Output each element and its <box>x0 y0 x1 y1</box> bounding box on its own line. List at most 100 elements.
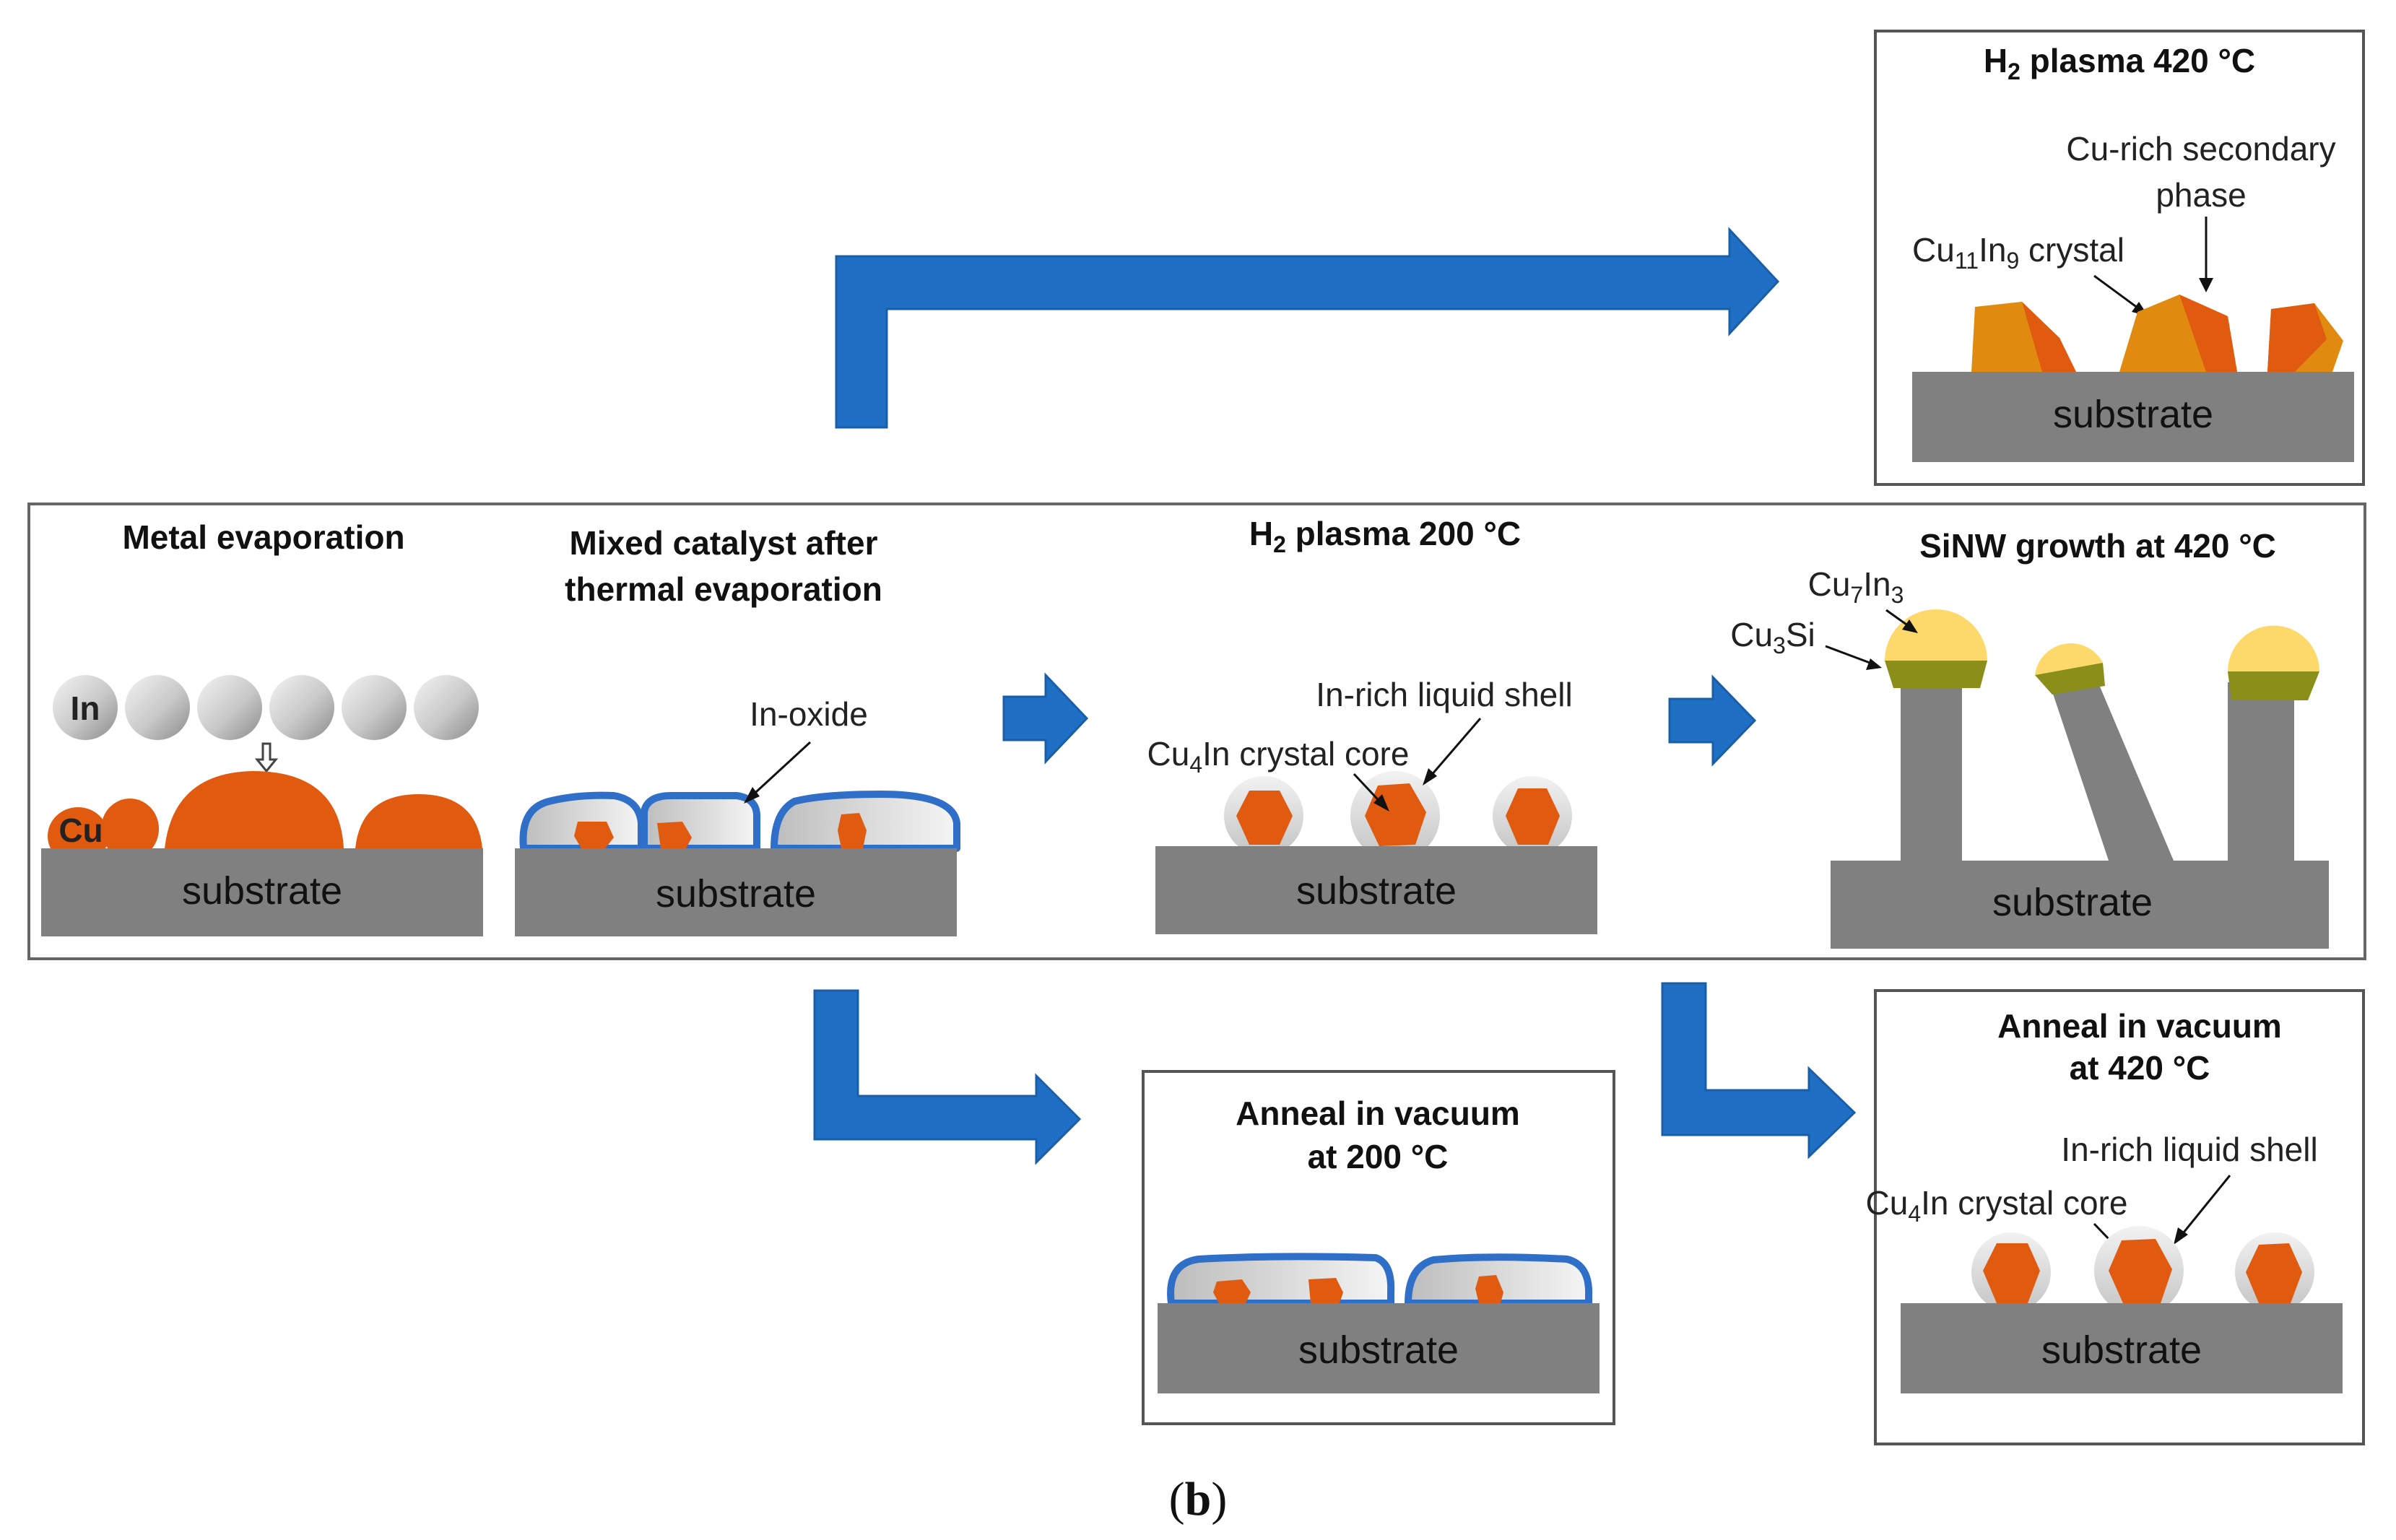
panel-metal-evaporation: Metal evaporation In Cu substrate <box>41 518 483 936</box>
nanowire <box>2052 682 2174 861</box>
arrow-to-anneal-200 <box>813 989 1082 1165</box>
indium-atom <box>269 675 334 740</box>
h2-420-frame <box>1874 30 2365 486</box>
panel-h2-plasma-200: H2 plasma 200 °C In-rich liquid shell Cu… <box>1147 515 1597 934</box>
nanowire <box>2228 682 2294 861</box>
shell-label: In-rich liquid shell <box>1316 676 1572 713</box>
secondary-phase <box>2179 295 2237 372</box>
metal-evap-title: Metal evaporation <box>122 518 404 556</box>
crystal-pointer <box>2093 274 2144 313</box>
indium-atom <box>414 675 479 740</box>
substrate-block <box>1912 372 2354 462</box>
copper-core <box>657 822 692 848</box>
secondary-phase <box>2267 303 2327 372</box>
h2-200-title: H2 plasma 200 °C <box>1249 515 1521 557</box>
substrate-label: substrate <box>656 872 816 915</box>
copper-core <box>1308 1278 1343 1303</box>
crystal-core <box>1506 788 1560 845</box>
cu7in3-cap <box>2035 643 2103 675</box>
arrow-to-h2-200 <box>1002 672 1089 765</box>
indium-atom <box>197 675 262 740</box>
substrate-block <box>1831 861 2329 949</box>
panel-anneal-420: Anneal in vacuum at 420 °C In-rich liqui… <box>1866 989 2365 1445</box>
deposition-arrow-icon <box>254 742 279 773</box>
core-label: Cu4In crystal core <box>1147 735 1410 778</box>
indium-atoms <box>53 675 479 740</box>
crystal-core <box>2246 1243 2302 1303</box>
shell-arrowhead <box>2174 1227 2188 1245</box>
panel-mixed-catalyst: Mixed catalyst after thermal evaporation… <box>515 524 960 936</box>
cu7in3-cap <box>1885 609 1987 661</box>
substrate-block <box>41 848 483 936</box>
core-shell-particles <box>1971 1226 2314 1315</box>
substrate-block <box>1158 1303 1599 1393</box>
substrate-label: substrate <box>2041 1328 2202 1372</box>
core-arrowhead <box>1373 794 1389 812</box>
secondary-phase <box>2022 302 2076 372</box>
crystal-core <box>1236 791 1293 845</box>
oxide-coated-droplet <box>1167 1253 1395 1307</box>
cu3si-band <box>2035 663 2105 695</box>
copper-droplet <box>165 771 344 848</box>
secondary-phase-line2: phase <box>2156 176 2246 214</box>
arrow-to-h2-420 <box>835 227 1780 429</box>
cu3si-arrowhead <box>1866 658 1882 670</box>
oxide-coated-droplet <box>1405 1253 1593 1307</box>
in-oxide-pointer <box>746 741 812 801</box>
substrate-label: substrate <box>2053 393 2213 436</box>
substrate-label: substrate <box>1992 881 2153 924</box>
cu7in3-label: Cu7In3 <box>1808 565 1904 608</box>
substrate-label: substrate <box>182 869 342 913</box>
main-row-frame <box>27 503 2366 960</box>
secondary-arrowhead <box>2199 278 2213 292</box>
cu7in3-cap <box>2228 625 2319 671</box>
substrate-label: substrate <box>1298 1328 1459 1372</box>
core-label: Cu4In crystal core <box>1866 1184 2128 1227</box>
crystal-core <box>2109 1239 2172 1303</box>
nanowire <box>1901 675 1962 861</box>
flow-arrows <box>813 227 1857 1165</box>
indium-atom <box>125 675 190 740</box>
panel-h2-plasma-420: H2 plasma 420 °C Cu-rich secondary phase… <box>1874 30 2365 486</box>
figure-caption: (b) <box>1169 1473 1228 1526</box>
panel-anneal-200: Anneal in vacuum at 200 °C substrate <box>1142 1070 1615 1425</box>
h2-420-title: H2 plasma 420 °C <box>1984 42 2255 84</box>
copper-core <box>838 813 867 848</box>
anneal-420-title-line2: at 420 °C <box>2070 1049 2210 1087</box>
shell-label: In-rich liquid shell <box>2061 1131 2317 1168</box>
panel-sinw-growth: SiNW growth at 420 °C Cu7In3 Cu3Si subst… <box>1730 527 2329 949</box>
mixed-title-line1: Mixed catalyst after <box>570 524 878 562</box>
oxidized-droplets <box>519 791 960 852</box>
substrate-block <box>1155 846 1597 934</box>
cu3si-band <box>1885 661 1987 688</box>
anneal-420-title-line1: Anneal in vacuum <box>1997 1007 2282 1045</box>
cu7in3-arrowhead <box>1902 619 1918 633</box>
substrate-block <box>515 848 957 936</box>
nanowires <box>1901 675 2294 861</box>
in-oxide-label: In-oxide <box>750 695 868 733</box>
oxide-coated-droplet <box>771 791 960 852</box>
indium-atom <box>53 675 118 740</box>
indium-label: In <box>71 689 100 727</box>
indium-atom <box>342 675 407 740</box>
shell-arrowhead <box>1423 768 1437 786</box>
shell-pointer <box>1425 718 1482 782</box>
arrow-to-sinw <box>1668 674 1757 767</box>
cu3si-band <box>2228 671 2319 700</box>
sinw-title: SiNW growth at 420 °C <box>1919 527 2276 565</box>
anneal-420-frame <box>1874 989 2365 1445</box>
anneal-200-title-line1: Anneal in vacuum <box>1236 1095 1520 1132</box>
copper-droplet <box>355 794 482 848</box>
substrate-label: substrate <box>1296 869 1457 913</box>
cu11in9-crystals <box>1971 295 2343 372</box>
anneal-200-frame <box>1142 1070 1615 1425</box>
cu3si-label: Cu3Si <box>1730 616 1815 658</box>
copper-core <box>1475 1275 1503 1303</box>
mixed-title-line2: thermal evaporation <box>565 570 882 608</box>
shell-pointer <box>2176 1175 2231 1241</box>
copper-core <box>574 822 614 848</box>
copper-core <box>1213 1279 1251 1303</box>
catalyst-caps <box>1885 609 2319 700</box>
crystal-label: Cu11In9 crystal <box>1912 231 2124 274</box>
